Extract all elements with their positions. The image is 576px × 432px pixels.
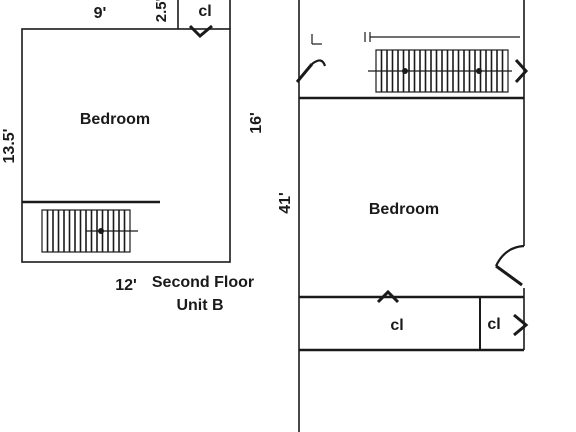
right-unit: Bedroom 16' 41' cl cl: [248, 0, 529, 432]
left-unit: Bedroom 9' 2.5' cl 13.5' 12': [1, 0, 231, 294]
left-dim-top-small: 2.5': [153, 0, 170, 22]
right-closet-large-label: cl: [390, 317, 403, 334]
right-dim-length: 41': [277, 192, 294, 214]
caption-line2: Unit B: [176, 297, 223, 314]
right-closet-large-door-icon: [376, 289, 400, 304]
right-top-door-icon: [295, 34, 327, 83]
caption-line1: Second Floor: [152, 274, 254, 291]
right-closet-small-door-icon: [513, 313, 529, 337]
left-closet-door-icon: [188, 24, 213, 39]
left-bedroom-walls: [21, 28, 231, 263]
left-staircase-icon: [41, 209, 138, 253]
right-dim-upper: 16': [248, 112, 265, 134]
left-dim-left: 13.5': [1, 129, 18, 164]
right-room-label: Bedroom: [369, 201, 439, 218]
right-side-door-icon: [495, 244, 525, 287]
left-room-label: Bedroom: [80, 111, 150, 128]
left-dim-bottom: 12': [115, 277, 137, 294]
right-closet-small-label: cl: [487, 316, 500, 333]
right-staircase-icon: [364, 32, 529, 93]
left-dim-top: 9': [94, 5, 107, 22]
left-closet-label: cl: [198, 3, 211, 20]
